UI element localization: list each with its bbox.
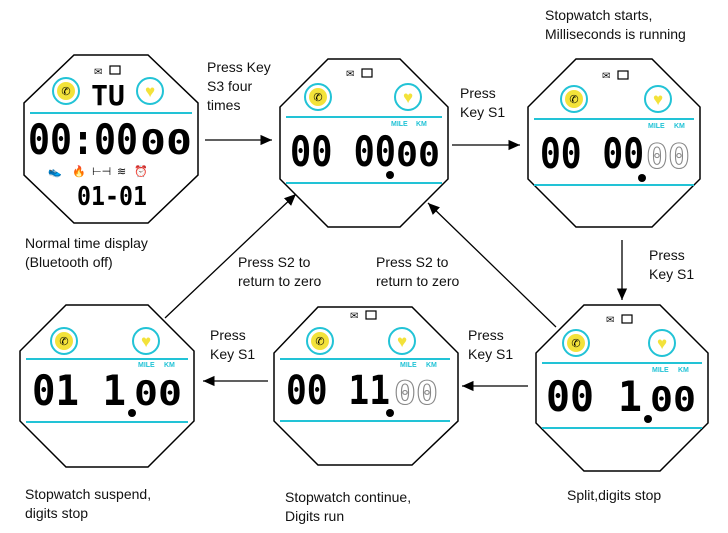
svg-text:🔥: 🔥 — [72, 165, 86, 178]
stopwatch-icon — [386, 171, 394, 179]
watch-split: ✆ ♥ ✉ MILE KM 00 1 00 — [534, 303, 710, 473]
heart-icon — [644, 85, 672, 113]
svg-text:✆: ✆ — [59, 336, 68, 348]
svg-text:✉: ✉ — [606, 315, 614, 326]
svg-text:✉: ✉ — [346, 69, 354, 80]
stopwatch-digits: 00 00 — [540, 129, 644, 178]
svg-text:♥: ♥ — [653, 90, 663, 109]
stopwatch-digits: 00 11 — [286, 368, 390, 414]
watch-suspend: ✆ ♥ MILE KM 01 1 00 — [18, 303, 196, 469]
caption-continue: Stopwatch continue,Digits run — [285, 489, 412, 524]
heart-icon — [394, 83, 422, 111]
svg-text:⊢⊣: ⊢⊣ — [92, 166, 111, 178]
mile-label: MILE — [648, 123, 665, 130]
arrow-s2-from-suspend — [164, 193, 297, 319]
svg-text:♥: ♥ — [397, 332, 407, 351]
heart-icon — [648, 329, 676, 357]
millisecond-digits-running: 00 — [394, 374, 438, 412]
mile-label: MILE — [391, 121, 408, 128]
svg-text:♥: ♥ — [657, 334, 667, 353]
stopwatch-icon — [386, 409, 394, 417]
mile-label: MILE — [400, 362, 417, 369]
millisecond-digits-running: 00 — [646, 137, 690, 177]
date-digits: 01-01 — [77, 182, 147, 212]
stopwatch-icon — [644, 415, 652, 423]
time-digits: 00:00 — [28, 115, 138, 164]
km-label: KM — [164, 362, 175, 369]
seconds-digits: 00 — [140, 123, 192, 163]
stopwatch-digits: 01 1 — [32, 366, 126, 415]
svg-text:✆: ✆ — [315, 336, 324, 348]
svg-text:✉: ✉ — [350, 311, 358, 322]
km-label: KM — [674, 123, 685, 130]
km-label: KM — [678, 367, 689, 374]
caption-stopwatch-start: Stopwatch starts,Milliseconds is running — [545, 7, 686, 42]
caption-normal-time: Normal time display(Bluetooth off) — [25, 235, 148, 270]
millisecond-digits: 00 — [134, 374, 182, 414]
mile-label: MILE — [652, 367, 669, 374]
km-label: KM — [426, 362, 437, 369]
watch-stopwatch-zero: ✆ ♥ ✉ MILE KM 00 00 00 — [278, 57, 450, 229]
arrow-s2-from-split — [427, 202, 557, 328]
svg-text:⏰: ⏰ — [134, 164, 148, 178]
stopwatch-icon — [638, 174, 646, 182]
watch-continue: ✆ ♥ ✉ MILE KM 00 11 00 — [270, 303, 460, 467]
millisecond-digits: 00 — [396, 135, 440, 175]
stopwatch-icon — [128, 409, 136, 417]
svg-text:✆: ✆ — [313, 92, 322, 104]
heart-icon — [132, 327, 160, 355]
stopwatch-digits: 00 1 — [546, 372, 642, 421]
watch-stopwatch-start: ✆ ♥ ✉ MILE KM 00 00 00 — [526, 57, 702, 229]
weekday-display: TU — [91, 79, 125, 112]
heart-icon — [136, 77, 164, 105]
svg-text:♥: ♥ — [403, 88, 413, 107]
svg-text:✆: ✆ — [61, 86, 70, 98]
caption-split: Split,digits stop — [567, 487, 662, 503]
millisecond-digits: 00 — [650, 380, 696, 420]
caption-suspend: Stopwatch suspend,digits stop — [25, 486, 152, 521]
watch-normal-time: ✆ ♥ ✉ TU 00:00 00 👟 🔥 ⊢⊣ ≋ ⏰ 01-01 — [22, 53, 200, 225]
svg-text:♥: ♥ — [141, 332, 151, 351]
svg-text:≋: ≋ — [117, 166, 126, 178]
heart-icon — [388, 327, 416, 355]
stopwatch-digits: 00 00 — [290, 127, 396, 176]
svg-text:✆: ✆ — [571, 338, 580, 350]
svg-text:♥: ♥ — [145, 82, 155, 101]
svg-text:✉: ✉ — [602, 71, 610, 82]
svg-text:✉: ✉ — [94, 67, 102, 78]
svg-text:✆: ✆ — [569, 94, 578, 106]
svg-text:👟: 👟 — [48, 166, 62, 178]
mile-label: MILE — [138, 362, 155, 369]
km-label: KM — [416, 121, 427, 128]
